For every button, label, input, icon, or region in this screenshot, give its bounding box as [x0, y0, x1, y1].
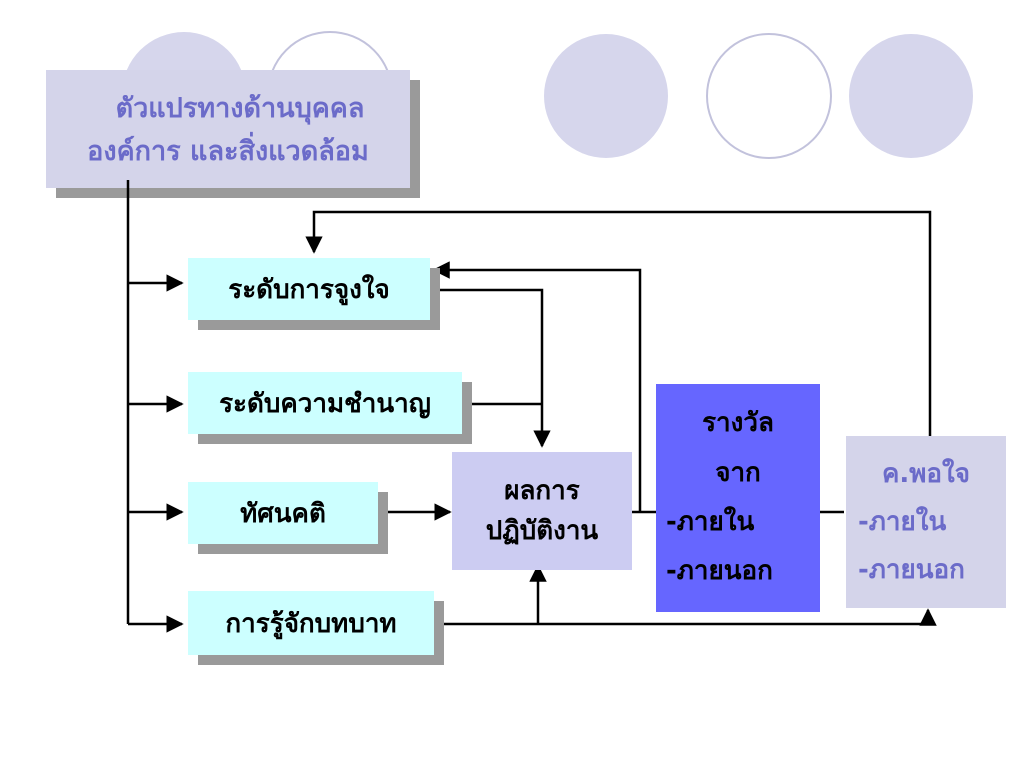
reward-line-4: -ภายนอก	[666, 556, 773, 587]
role-label: การรู้จักบทบาท	[225, 608, 397, 639]
attitude-box: ทัศนคติ	[188, 482, 378, 544]
role-box: การรู้จักบทบาท	[188, 591, 434, 655]
expertise-label: ระดับความชำนาญ	[219, 388, 431, 419]
arrow-role-to-satisfaction	[438, 608, 937, 626]
performance-line-2: ปฏิบัติงาน	[485, 516, 599, 546]
circle-4	[706, 33, 832, 159]
satisfaction-box: ค.พอใจ -ภายใน -ภายนอก	[846, 436, 1006, 608]
reward-box: รางวัล จาก -ภายใน -ภายนอก	[656, 384, 820, 612]
satisfaction-line-2: -ภายใน	[858, 506, 947, 537]
performance-box: ผลการ ปฏิบัติงาน	[452, 452, 632, 570]
arrow-motivation-to-performance	[432, 288, 551, 448]
arrow-feedback-to-motivation	[432, 261, 642, 512]
circle-5	[849, 34, 973, 158]
satisfaction-line-1: ค.พอใจ	[882, 458, 970, 489]
expertise-box: ระดับความชำนาญ	[188, 372, 462, 434]
performance-line-1: ผลการ	[504, 475, 580, 506]
arrow-satisfaction-feedback	[305, 210, 932, 436]
motivation-box: ระดับการจูงใจ	[188, 258, 430, 320]
motivation-label: ระดับการจูงใจ	[228, 274, 390, 305]
header-line-1: ตัวแปรทางด้านบุคคล	[115, 93, 365, 124]
circle-3	[544, 34, 668, 158]
header-line-2: องค์การ และสิ่งแวดล้อม	[87, 136, 369, 167]
reward-line-2: จาก	[715, 457, 761, 488]
attitude-label: ทัศนคติ	[240, 498, 326, 529]
reward-line-1: รางวัล	[702, 408, 774, 439]
reward-line-3: -ภายใน	[666, 507, 755, 537]
satisfaction-line-3: -ภายนอก	[858, 555, 965, 586]
header-box: ตัวแปรทางด้านบุคคล องค์การ และสิ่งแวดล้อ…	[46, 70, 410, 188]
